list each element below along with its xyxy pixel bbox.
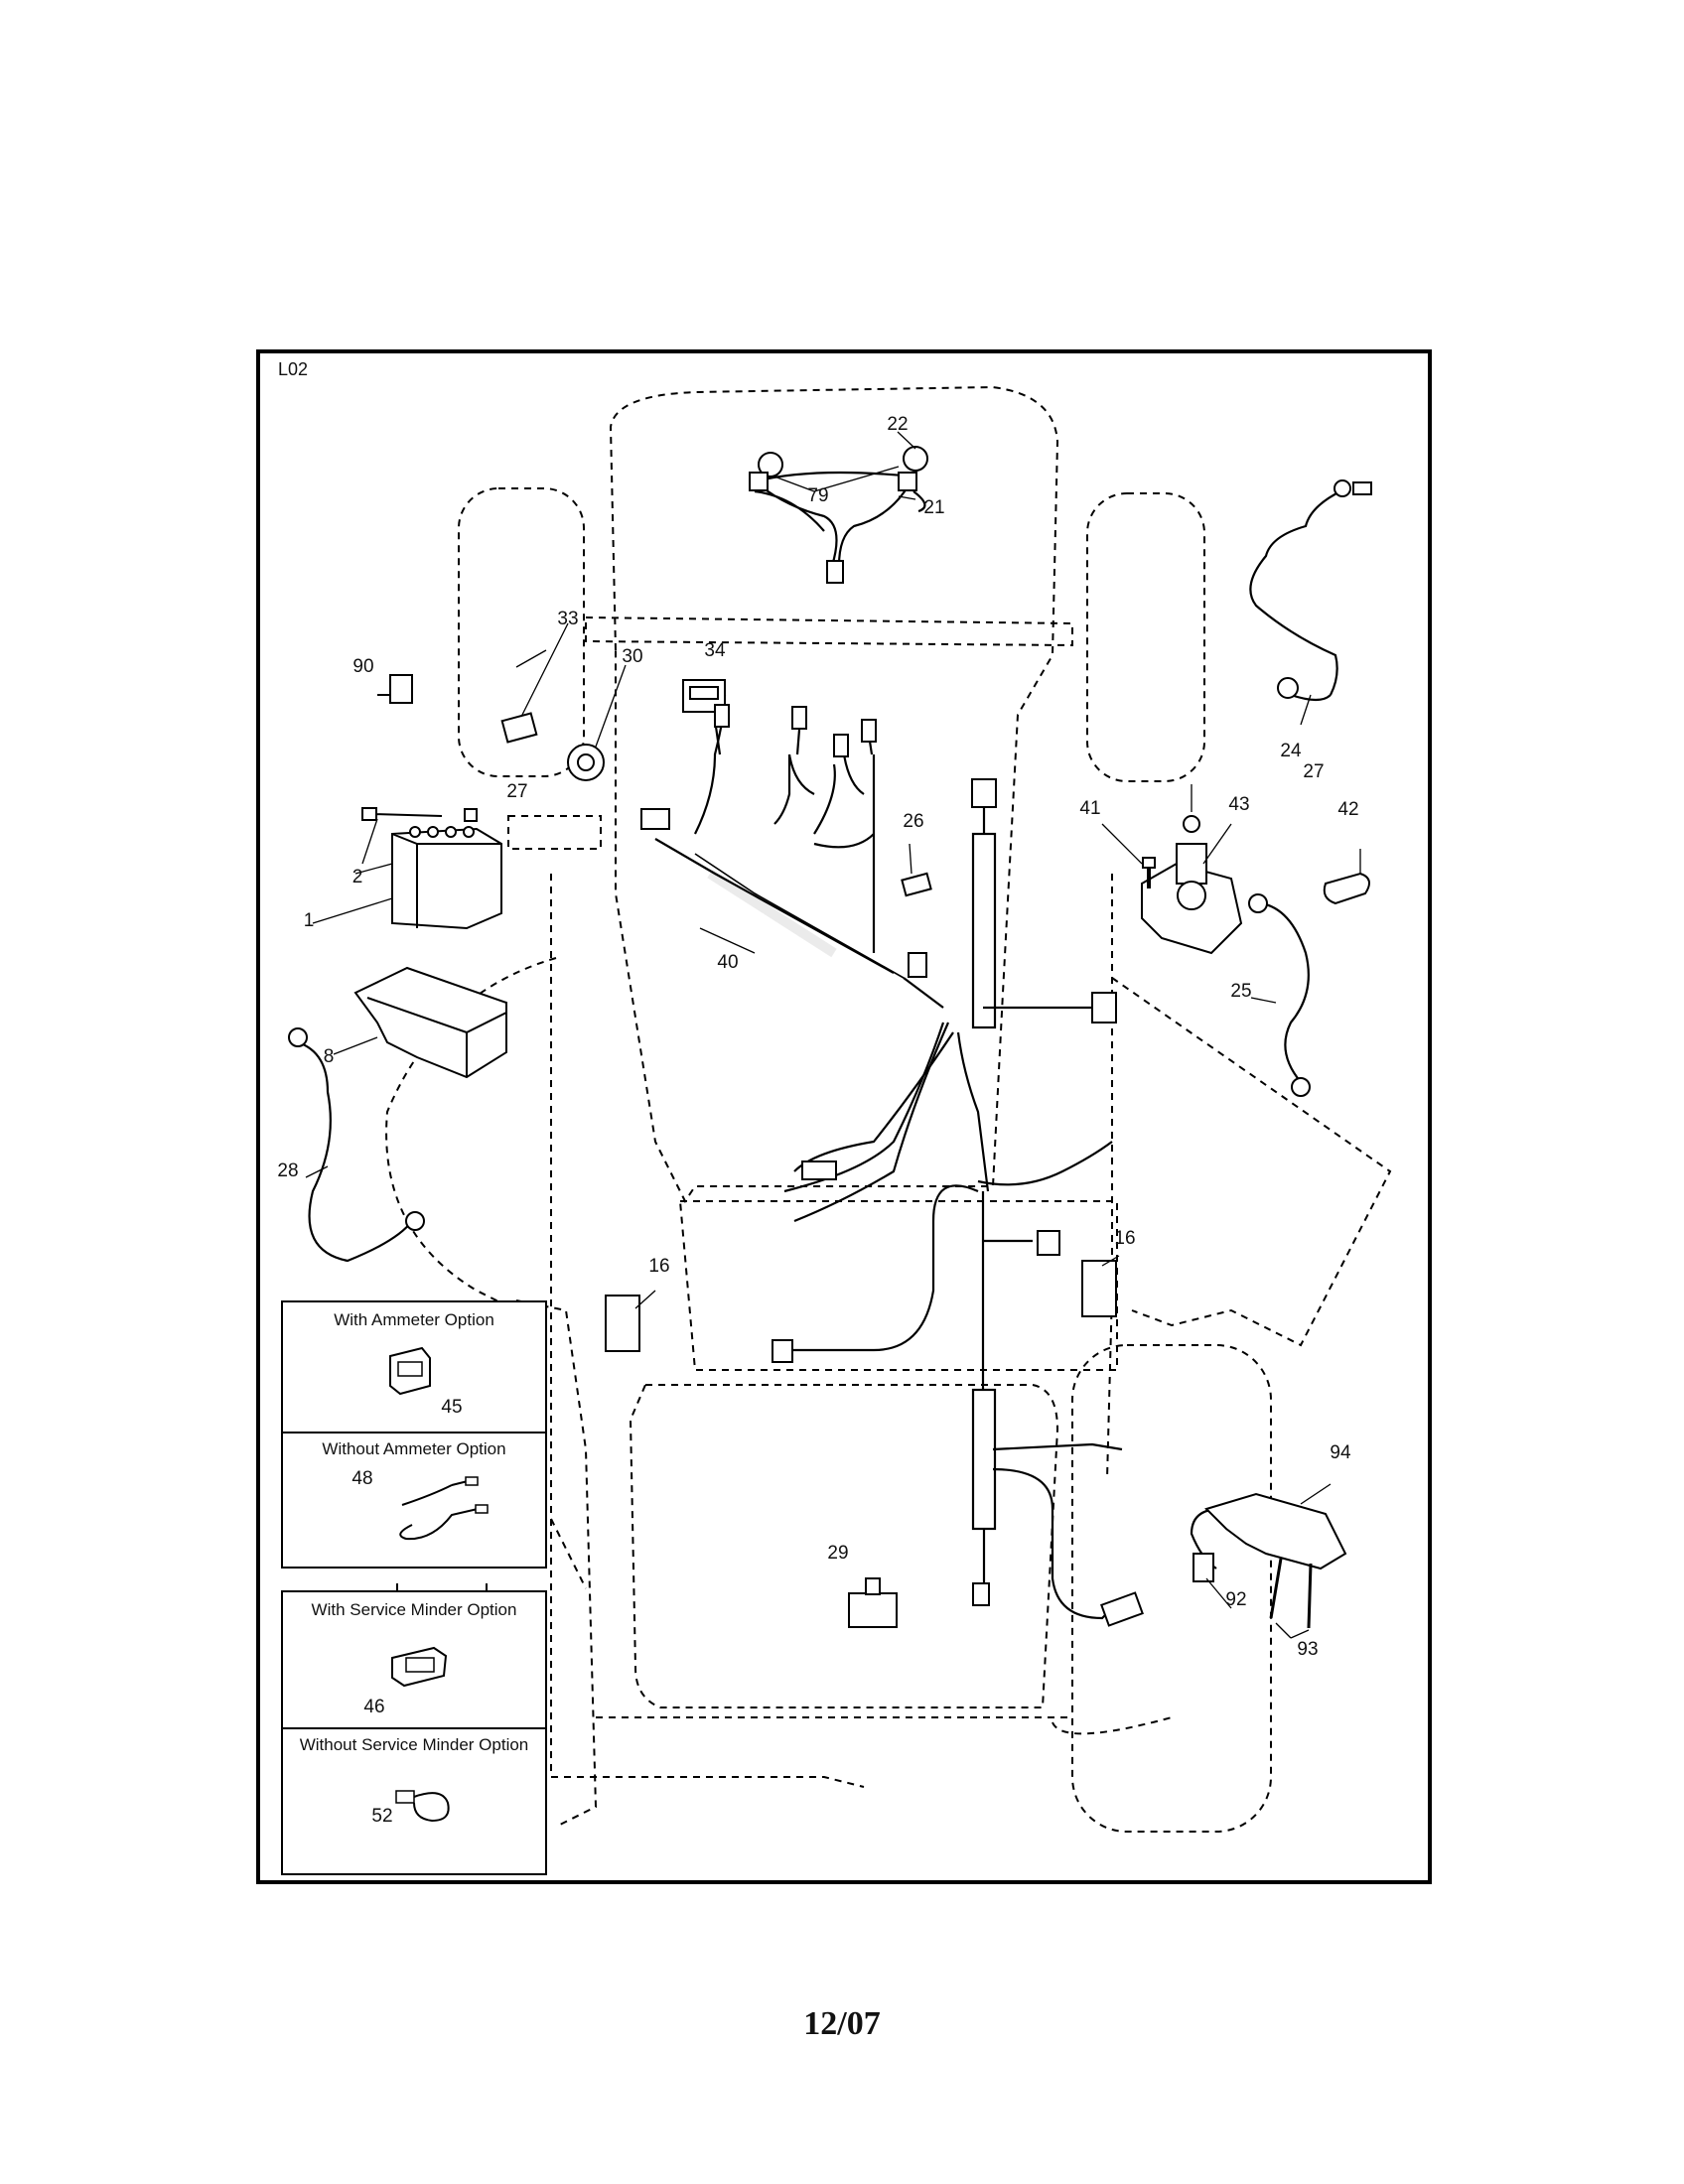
plug-icon [801,1160,837,1180]
wire-harness [297,471,1341,1620]
plug-icon [714,704,730,728]
plug-icon [908,952,927,978]
connector-icon [1100,1591,1144,1627]
components [288,446,1372,1629]
with-ammeter-title: With Ammeter Option [334,1310,494,1329]
callout-29: 29 [827,1543,849,1564]
connector-icon [901,872,932,897]
callout-25: 25 [1230,981,1252,1002]
callout-42: 42 [1337,799,1359,820]
terminal-icon [288,1027,308,1047]
relay-icon [389,674,413,704]
with-service-minder-section: With Service Minder Option 46 [283,1592,545,1729]
terminal-boot-icon [1323,872,1370,905]
leader-lines [305,431,1361,1639]
bulb-icon [903,446,928,472]
switch-icon [605,1295,640,1352]
terminal-icon [1248,893,1268,913]
callout-34: 34 [704,640,726,661]
terminal-icon [1333,479,1351,497]
ammeter-icon [389,1346,431,1396]
seat-switch-icon [848,1592,898,1628]
callout-33: 33 [557,609,579,629]
callout-90: 90 [352,656,374,677]
without-ammeter-section: Without Ammeter Option 48 [283,1432,545,1567]
callout-41: 41 [1079,798,1101,819]
plug-icon [971,778,997,808]
plug-icon [772,1339,793,1363]
callout-26: 26 [903,811,924,832]
callout-46: 46 [363,1697,385,1717]
switch-icon [1081,1260,1117,1317]
without-service-minder-title: Without Service Minder Option [299,1735,529,1754]
diagram-id: L02 [278,359,309,379]
callout-93: 93 [1297,1639,1319,1660]
callout-16-right: 16 [1114,1228,1136,1249]
callout-21: 21 [923,497,945,518]
plug-icon [1091,992,1117,1024]
ammeter-option-box: With Ammeter Option 45 Without Ammeter O… [281,1300,547,1569]
callout-43: 43 [1228,794,1250,815]
callout-30: 30 [622,646,643,667]
jumper-loop-icon [395,1790,450,1823]
callout-52: 52 [371,1806,393,1827]
interlock-module-icon [1204,1492,1347,1570]
plug-icon [791,706,807,730]
terminal-icon [405,1211,425,1231]
callout-27: 27 [506,781,528,802]
socket-icon [749,472,769,491]
plug-icon [640,808,670,830]
callout-8: 8 [323,1046,335,1067]
without-service-minder-section: Without Service Minder Option 52 [283,1727,545,1873]
without-ammeter-title: Without Ammeter Option [322,1439,506,1458]
terminal-icon [1277,677,1299,699]
callout-79: 79 [807,485,829,506]
jumper-wire-icon [399,1476,489,1541]
diagram-frame [256,349,1432,1884]
callout-16-left: 16 [648,1256,670,1277]
connector-icon [1193,1553,1214,1582]
socket-icon [898,472,917,491]
service-minder-icon [391,1646,448,1688]
callout-94: 94 [1330,1442,1351,1463]
callout-2: 2 [351,867,363,887]
callout-27-solenoid: 27 [1303,761,1325,782]
footer-date: 12/07 [803,2005,881,2042]
callout-45: 45 [441,1397,463,1418]
terminal-icon [1352,481,1372,495]
callout-28: 28 [277,1160,299,1181]
plug-icon [972,1582,990,1606]
service-minder-option-box: With Service Minder Option 46 Without Se… [281,1590,547,1875]
plug-icon [826,560,844,584]
callout-1: 1 [303,910,315,931]
plug-icon [1037,1230,1060,1256]
terminal-icon [1291,1077,1311,1097]
callout-92: 92 [1225,1589,1247,1610]
with-ammeter-section: With Ammeter Option 45 [283,1302,545,1433]
with-service-minder-title: With Service Minder Option [311,1600,517,1619]
callout-48: 48 [351,1468,373,1489]
fuse-icon [500,712,538,744]
callout-22: 22 [887,414,909,435]
bulb-icon [758,452,783,478]
callout-24: 24 [1280,741,1302,761]
battery-icon [391,827,502,930]
callout-40: 40 [717,952,739,973]
